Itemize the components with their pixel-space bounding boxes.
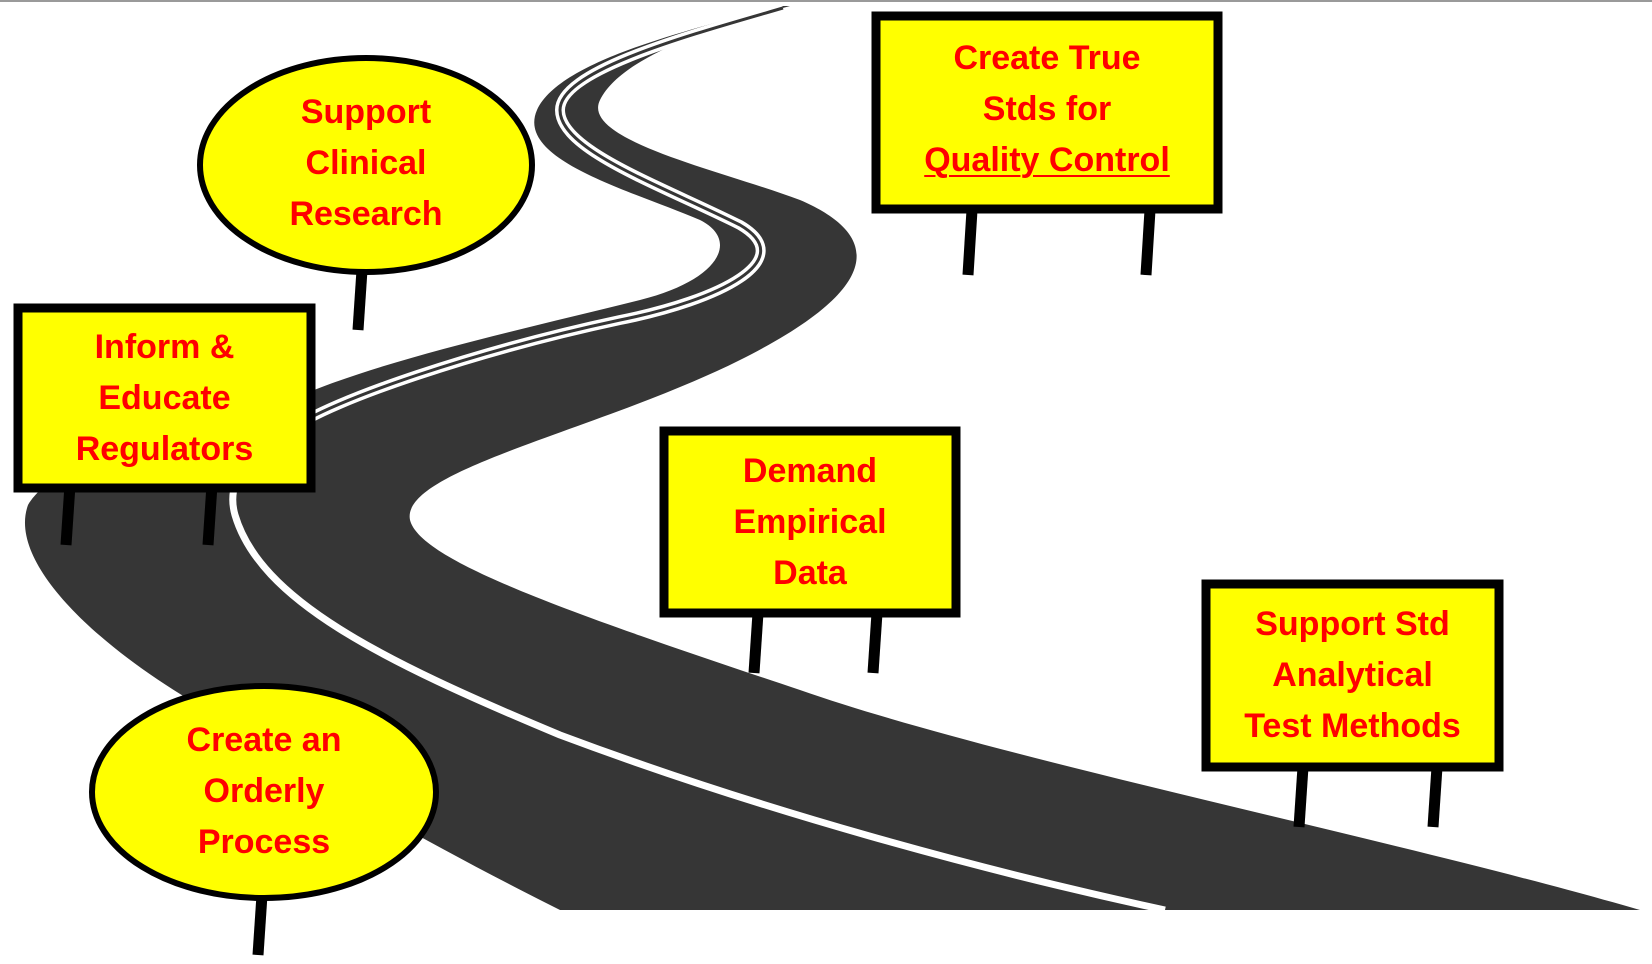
sign-line: Create an — [186, 720, 342, 759]
post-demand-right — [867, 612, 883, 674]
sign-create-true-text: Create True Stds for Quality Control — [881, 24, 1213, 194]
sign-line: Orderly — [203, 771, 325, 810]
sign-line: Empirical — [733, 502, 887, 541]
sign-support-clinical-board — [197, 55, 535, 275]
sign-line: Data — [773, 553, 847, 592]
sign-line: Clinical — [305, 143, 427, 182]
road-center-line-upper-inner — [289, 6, 784, 432]
post-support-std-right — [1427, 766, 1443, 828]
sign-line: Test Methods — [1244, 707, 1461, 745]
sign-posts — [60, 209, 1443, 956]
post-support-std-left — [1293, 766, 1309, 828]
sign-line: Process — [197, 822, 331, 861]
post-inform-left — [60, 484, 76, 546]
sign-create-orderly-text: Create an Orderly Process — [124, 706, 404, 876]
sign-line: Create True — [953, 38, 1141, 77]
sign-line: Regulators — [75, 429, 254, 468]
sign-demand-empirical-board — [659, 426, 961, 618]
sign-inform-educate-text: Inform & Educate Regulators — [23, 316, 306, 480]
post-demand-left — [748, 612, 764, 674]
post-create-true-left — [962, 209, 978, 276]
sign-create-true-board — [871, 11, 1223, 214]
sign-support-std-board — [1201, 579, 1504, 772]
post-create-true-right — [1140, 209, 1156, 276]
sign-line: Inform & — [94, 327, 235, 366]
sign-support-clinical-text: Support Clinical Research — [226, 78, 506, 248]
sign-line: Research — [289, 194, 443, 233]
sign-demand-empirical-text: Demand Empirical Data — [669, 438, 951, 606]
post-create-orderly — [252, 894, 268, 956]
sign-line: Support — [300, 92, 432, 131]
sign-support-std-text: Support Std Analytical Test Methods — [1211, 591, 1494, 760]
winding-road — [24, 6, 1640, 910]
post-support-clinical — [352, 269, 368, 331]
sign-line: Analytical — [1272, 656, 1433, 694]
sign-line: Demand — [742, 451, 878, 490]
road-center-line-lower — [229, 426, 1166, 914]
sign-inform-educate-board — [13, 303, 316, 493]
sign-line: Stds for — [982, 89, 1112, 128]
sign-line: Educate — [98, 378, 231, 417]
sign-line-underlined: Quality Control — [924, 140, 1170, 179]
top-border-line — [0, 0, 1652, 2]
post-inform-right — [202, 484, 218, 546]
sign-create-orderly-board — [89, 683, 439, 901]
sign-line: Support Std — [1255, 605, 1450, 643]
